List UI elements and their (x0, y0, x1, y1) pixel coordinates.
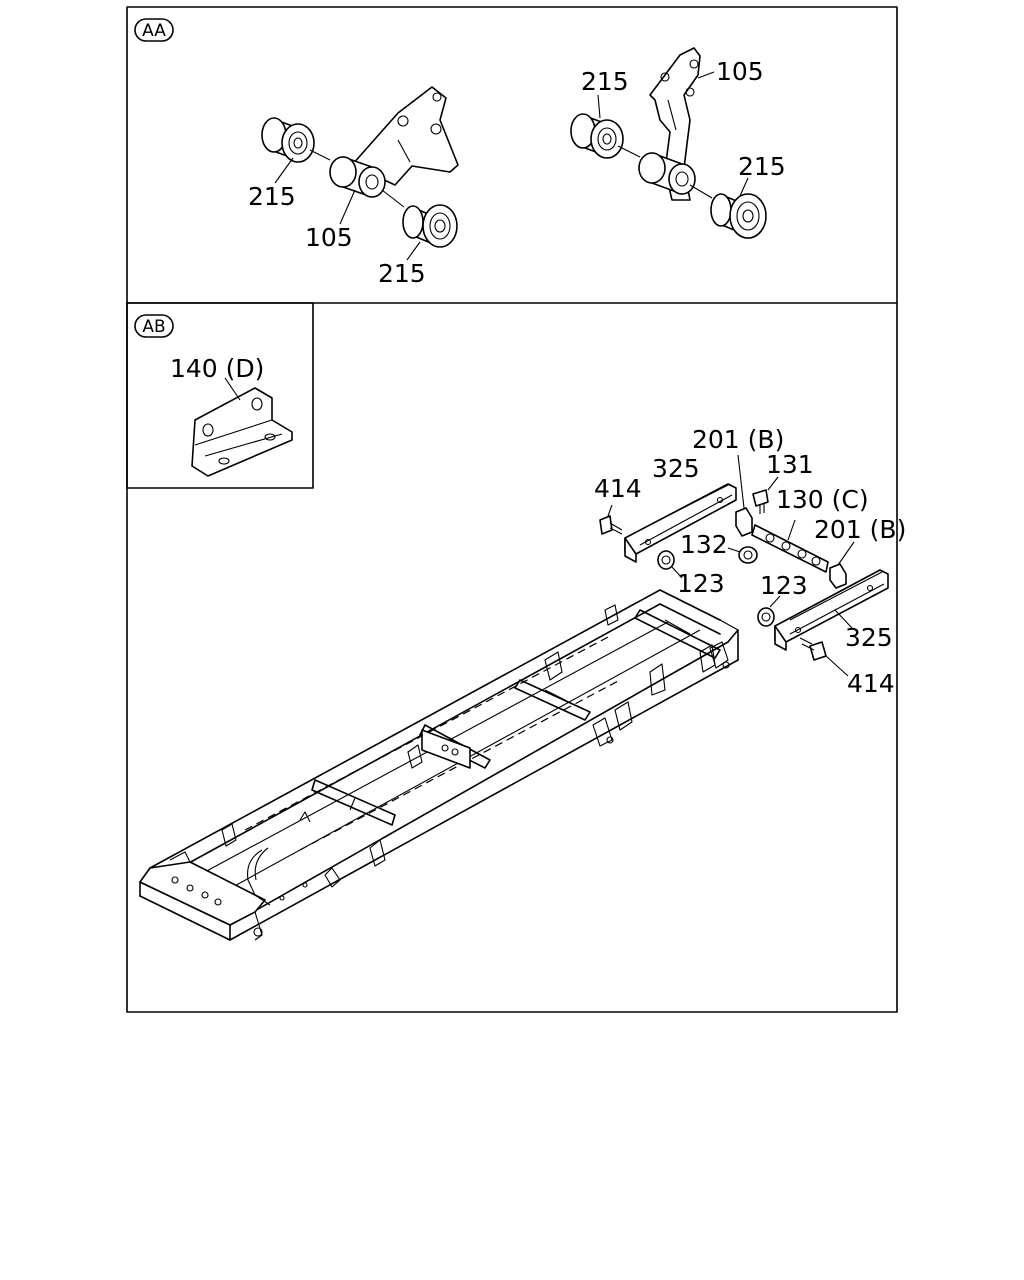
nut-123-right (757, 595, 781, 627)
label-123-right: 123 (760, 571, 808, 600)
label-130c: 130 (C) (776, 485, 869, 514)
label-132: 132 (680, 530, 728, 559)
label-215-left-bottom: 215 (378, 259, 426, 288)
axis-line (309, 149, 331, 161)
clip-201b-top (735, 454, 753, 537)
label-123-left: 123 (677, 569, 725, 598)
bushing-215-left-bottom (402, 204, 458, 248)
bushing-215-right-bottom (710, 193, 767, 239)
nut-132 (727, 546, 758, 564)
label-105-left: 105 (305, 223, 353, 252)
label-131: 131 (766, 450, 814, 479)
label-201b-right: 201 (B) (814, 515, 906, 544)
bolt-131 (752, 476, 779, 514)
clip-201b-right (829, 541, 855, 589)
svg-text:AA: AA (142, 21, 166, 41)
bracket-105-right (638, 47, 701, 201)
svg-text:AB: AB (142, 317, 165, 337)
plate-130c (751, 519, 829, 573)
label-414-bottom: 414 (847, 669, 895, 698)
label-414-top: 414 (594, 474, 642, 503)
bolt-414-bottom (799, 637, 849, 677)
label-140d: 140 (D) (170, 354, 264, 383)
label-105-right: 105 (716, 57, 764, 86)
label-325-bottom: 325 (845, 623, 893, 652)
diagram-frame (126, 6, 898, 1013)
axis-line (381, 189, 405, 208)
bushing-215-right-top (570, 113, 624, 159)
label-215-right-top: 215 (581, 67, 629, 96)
rail-325-bottom (774, 569, 889, 651)
nut-123-left (657, 550, 683, 579)
bolt-414-top (599, 504, 623, 535)
label-215-left-top: 215 (248, 182, 296, 211)
label-215-right-bottom: 215 (738, 152, 786, 181)
bracket-105-left (329, 86, 459, 198)
rail-325-top (624, 483, 737, 563)
bushing-215-left-top (261, 117, 315, 163)
label-201b-top: 201 (B) (692, 425, 784, 454)
section-tag-ab: AB (134, 314, 174, 338)
section-ab-box (126, 302, 314, 489)
label-325-top: 325 (652, 454, 700, 483)
chassis-frame (139, 589, 739, 941)
section-tag-aa: AA (134, 18, 174, 42)
bracket-140 (191, 377, 293, 477)
